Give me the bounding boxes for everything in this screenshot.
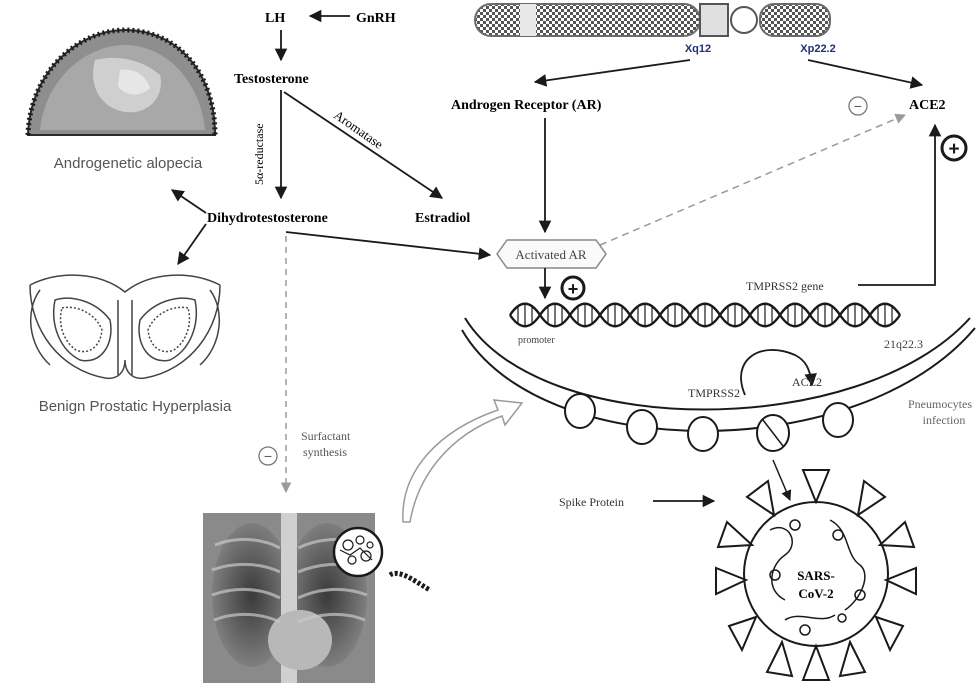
dna-rungs [518, 304, 892, 326]
bronchiole-fragment [390, 573, 430, 590]
band-xq12: Xq12 [685, 43, 711, 55]
plus-sign-ace2-text: + [948, 139, 959, 160]
x-chromosome [475, 4, 830, 36]
promoter-label: promoter [518, 335, 555, 346]
ace2-membrane-label: ACE2 [792, 375, 822, 389]
minus-sign-surfactant-text: − [264, 448, 272, 464]
alopecia-label: Androgenetic alopecia [54, 155, 203, 172]
testosterone-label: Testosterone [234, 72, 309, 87]
band-xp222: Xp22.2 [800, 43, 835, 55]
bph-label: Benign Prostatic Hyperplasia [39, 398, 232, 415]
membrane-receptors [565, 394, 853, 451]
surfactant-label-1: Surfactant [301, 429, 351, 443]
surfactant-label-2: synthesis [303, 445, 347, 459]
virus-name-line1: SARS- [797, 568, 835, 583]
alveoli-magnifier [334, 528, 382, 576]
lung-to-cell-hollow-arrow [403, 400, 522, 522]
locus-label: 21q22.3 [884, 337, 923, 351]
ar-label: Androgen Receptor (AR) [451, 98, 602, 113]
pneumocytes-label-2: infection [923, 413, 966, 427]
plus-sign-promoter-text: + [568, 279, 579, 299]
dht-label: Dihydrotestosterone [207, 211, 328, 226]
prostate-illustration [30, 275, 220, 378]
hormone-arrows [172, 16, 490, 264]
tmprss2-membrane-label: TMPRSS2 [688, 386, 740, 400]
ace2-top-label: ACE2 [909, 98, 946, 113]
spike-protein-label: Spike Protein [559, 495, 624, 509]
lh-label: LH [265, 11, 285, 26]
ar-ace2-dashed-arrow [600, 115, 905, 245]
gnrh-label: GnRH [356, 11, 396, 26]
virus-name-line2: CoV-2 [798, 586, 833, 601]
minus-sign-ace2-text: − [854, 98, 862, 114]
chromosome-arrows [535, 60, 922, 85]
tmprss2-gene-label: TMPRSS2 gene [746, 279, 824, 293]
estradiol-label: Estradiol [415, 211, 470, 226]
tmprss2-ace2-arrow [858, 125, 935, 285]
pneumocytes-label-1: Pneumocytes [908, 397, 972, 411]
alopecia-head-illustration [28, 30, 215, 135]
activated-ar-label: Activated AR [515, 247, 586, 262]
reductase-label: 5α-reductase [252, 123, 266, 185]
